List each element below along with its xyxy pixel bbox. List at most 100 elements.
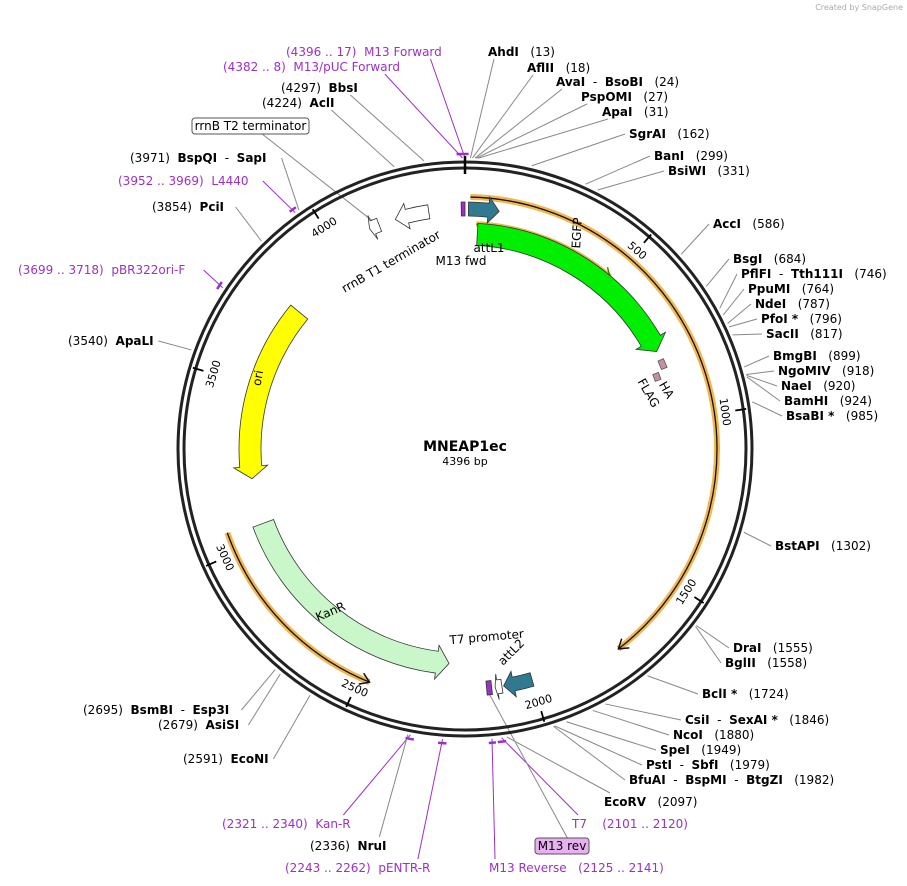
feature-attl2[interactable]: [503, 670, 535, 698]
site-label-part: (162): [666, 127, 710, 141]
site-label-psti[interactable]: PstI - SbfI (1979): [646, 758, 770, 772]
site-label-pspomi[interactable]: PspOMI (27): [581, 90, 668, 104]
site-label-avai[interactable]: AvaI - BsoBI (24): [556, 75, 679, 89]
leader-line: [281, 157, 300, 211]
feature-flag[interactable]: [652, 371, 662, 382]
ruler-tick: [693, 596, 705, 604]
m13-rev-box[interactable]: [534, 837, 590, 855]
feature-rrnb-t2-terminator[interactable]: [367, 215, 383, 240]
site-label-pflfi[interactable]: PflFI - Tth111I (746): [741, 267, 887, 281]
feature-ori[interactable]: [232, 304, 309, 480]
site-label-bstapi[interactable]: BstAPI (1302): [775, 539, 871, 553]
feature-egfp[interactable]: [476, 222, 667, 353]
site-label-apali[interactable]: (3540) ApaLI: [68, 334, 154, 348]
site-label-ahdi[interactable]: AhdI (13): [488, 45, 555, 59]
site-label-asisi[interactable]: (2679) AsiSI: [158, 718, 239, 732]
site-label-acci[interactable]: AccI (586): [713, 217, 785, 231]
site-label-part: BmgBI: [773, 349, 817, 363]
site-label-ncoi[interactable]: NcoI (1880): [673, 728, 754, 742]
site-label-part: (31): [632, 105, 668, 119]
site-label-m13-puc-forward[interactable]: (4382 .. 8) M13/pUC Forward: [223, 60, 400, 74]
site-label-m13-forward[interactable]: (4396 .. 17) M13 Forward: [286, 45, 442, 59]
site-label-part: -: [710, 713, 730, 727]
site-label-part: DraI: [733, 641, 761, 655]
feature-label-attl1: attL1: [473, 241, 504, 255]
site-label-sgrai[interactable]: SgrAI (162): [629, 127, 710, 141]
feature-t7-promoter[interactable]: [494, 673, 504, 700]
site-label-part: (2101 .. 2120): [587, 817, 688, 831]
site-label-bsmbi[interactable]: (2695) BsmBI - Esp3I: [83, 703, 229, 717]
site-label-part: Kan-R: [308, 817, 351, 831]
site-label-acli[interactable]: (4224) AclI: [262, 96, 335, 110]
site-label-part: (3854): [152, 200, 200, 214]
feature-kanr[interactable]: [252, 519, 450, 681]
site-label-part: (2695): [83, 703, 131, 717]
feature-attl1[interactable]: [467, 196, 500, 225]
site-label-csii[interactable]: CsiI - SexAI * (1846): [685, 713, 829, 727]
leader-line: [474, 88, 563, 159]
site-label-m13-reverse[interactable]: M13 Reverse (2125 .. 2141): [489, 861, 664, 875]
site-label-ngomiv[interactable]: NgoMIV (918): [778, 364, 874, 378]
feature-m13-rev[interactable]: [485, 680, 493, 696]
site-label-pfoi[interactable]: PfoI * (796): [761, 312, 842, 326]
site-label-ndei[interactable]: NdeI (787): [755, 297, 830, 311]
site-label-part: BsiWI: [668, 164, 706, 178]
site-label-kan-r-primer[interactable]: (2321 .. 2340) Kan-R: [222, 817, 351, 831]
feature-ha[interactable]: [657, 358, 668, 371]
site-label-bamhi[interactable]: BamHI (924): [784, 394, 872, 408]
feature-rrnb-t1-terminator[interactable]: [394, 202, 431, 230]
site-label-part: (1724): [737, 687, 788, 701]
site-label-bmgbi[interactable]: BmgBI (899): [773, 349, 861, 363]
site-label-sacii[interactable]: SacII (817): [766, 327, 843, 341]
site-label-part: NaeI: [781, 379, 812, 393]
site-label-drai[interactable]: DraI (1555): [733, 641, 813, 655]
site-label-bsabi[interactable]: BsaBI * (985): [786, 409, 878, 423]
leader-line: [272, 695, 311, 760]
primer-mark: [289, 206, 297, 213]
site-label-pentr-r[interactable]: (2243 .. 2262) pENTR-R: [285, 861, 430, 875]
site-label-nrui[interactable]: (2336) NruI: [310, 839, 387, 853]
site-label-bbsi[interactable]: (4297) BbsI: [281, 81, 358, 95]
site-label-bsiwi[interactable]: BsiWI (331): [668, 164, 750, 178]
leader-line: [158, 340, 192, 351]
label-leader-lines: [158, 58, 783, 860]
site-label-bfuai[interactable]: BfuAI - BspMI - BtgZI (1982): [629, 773, 834, 787]
feature-label-egfp: EGFP: [569, 217, 585, 249]
site-label-part: (787): [786, 297, 830, 311]
site-label-part: (985): [834, 409, 878, 423]
site-label-part: BtgZI: [746, 773, 783, 787]
site-label-pbr322ori[interactable]: (3699 .. 3718) pBR322ori-F: [18, 263, 185, 277]
leader-line: [472, 74, 534, 159]
primer-mark: [488, 741, 497, 745]
site-label-bani[interactable]: BanI (299): [654, 149, 728, 163]
site-label-ppumi[interactable]: PpuMI (764): [748, 282, 834, 296]
site-label-l4440[interactable]: (3952 .. 3969) L4440: [118, 174, 249, 188]
site-label-part: (1979): [718, 758, 769, 772]
site-label-spei[interactable]: SpeI (1949): [660, 743, 741, 757]
site-label-part: EcoRV: [604, 795, 647, 809]
plasmid-length: 4396 bp: [442, 455, 487, 468]
leader-line: [746, 370, 775, 376]
site-label-part: BbsI: [329, 81, 358, 95]
site-label-apai[interactable]: ApaI (31): [602, 105, 669, 119]
feature-label-t7-promoter: T7 promoter: [448, 627, 524, 648]
site-label-bsgi[interactable]: BsgI (684): [733, 252, 806, 266]
site-label-part: -: [672, 758, 692, 772]
site-label-bcli[interactable]: BclI * (1724): [702, 687, 789, 701]
site-labels: (4396 .. 17) M13 Forward(4382 .. 8) M13/…: [18, 45, 887, 875]
site-label-part: Esp3I: [193, 703, 230, 717]
leader-line: [553, 725, 626, 781]
feature-m13-fwd[interactable]: [460, 201, 466, 217]
primer-mark: [497, 739, 507, 744]
site-label-ecorv[interactable]: EcoRV (2097): [604, 795, 697, 809]
site-label-t7[interactable]: T7 (2101 .. 2120): [571, 817, 688, 831]
site-label-econi[interactable]: (2591) EcoNI: [183, 752, 269, 766]
rrnb-t2-box[interactable]: [191, 117, 310, 135]
primer-coverage-arc: [224, 531, 371, 685]
site-label-naei[interactable]: NaeI (920): [781, 379, 855, 393]
site-label-part: SapI: [237, 151, 267, 165]
site-label-bspqi[interactable]: (3971) BspQI - SapI: [130, 151, 266, 165]
site-label-bglii[interactable]: BglII (1558): [725, 656, 807, 670]
site-label-aflii[interactable]: AflII (18): [527, 61, 590, 75]
site-label-pcii[interactable]: (3854) PciI: [152, 200, 224, 214]
